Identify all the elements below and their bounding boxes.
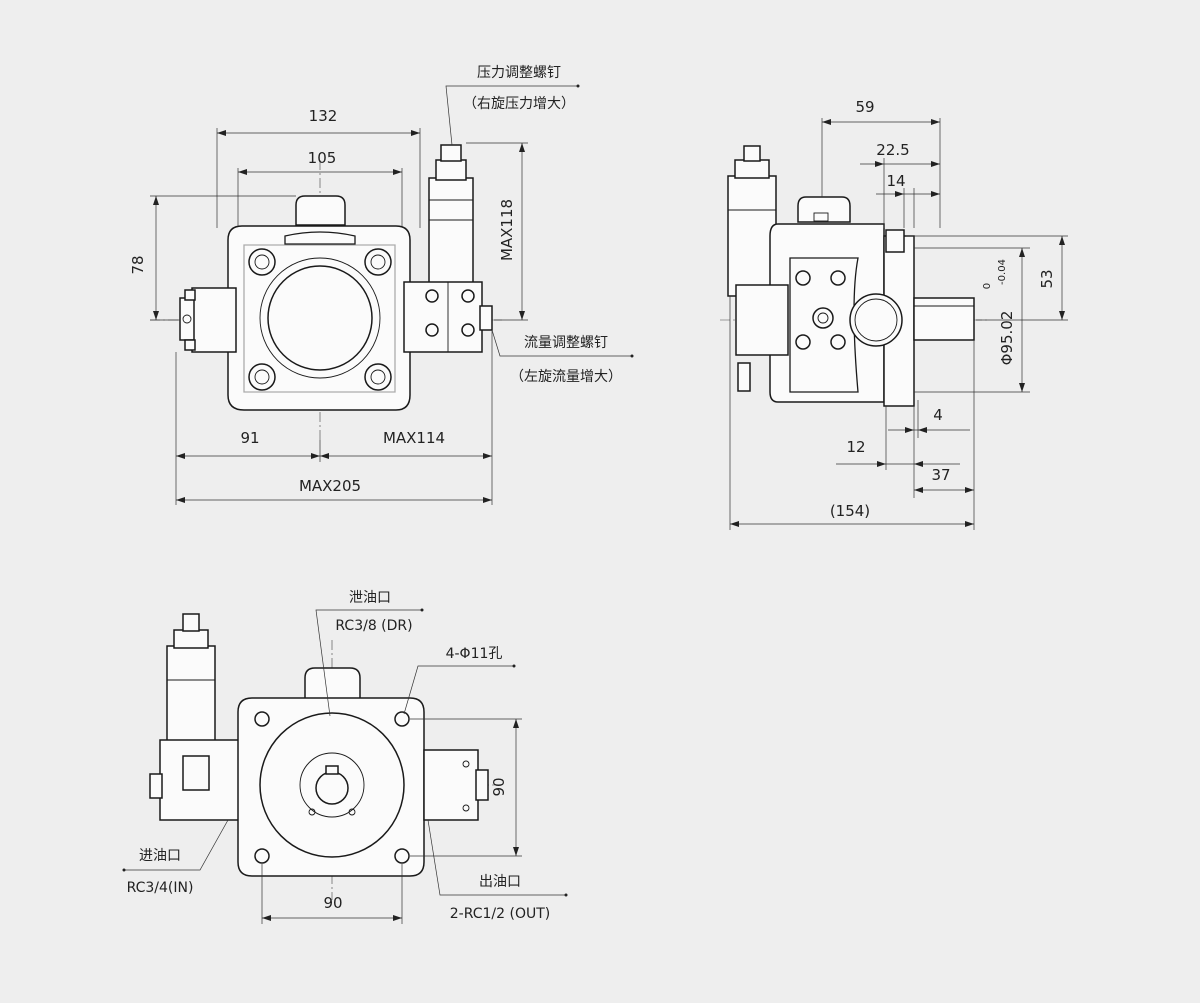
inlet-spec: RC3/4(IN) <box>127 880 194 896</box>
dim-154: (154) <box>830 502 870 520</box>
dim-22-5: 22.5 <box>876 141 909 159</box>
dim-78: 78 <box>129 255 147 274</box>
dim-91: 91 <box>240 429 259 447</box>
inlet-title: 进油口 <box>139 848 181 864</box>
flow-screw-title: 流量调整螺钉 <box>524 335 608 351</box>
dim-59: 59 <box>855 98 874 116</box>
rear-bolt-holes <box>254 711 410 864</box>
dim-132: 132 <box>309 107 338 125</box>
tol-lower: -0.04 <box>997 259 1008 285</box>
dim-14: 14 <box>886 172 905 190</box>
dim-rear-h90: 90 <box>323 894 342 912</box>
dim-rear-v90: 90 <box>490 777 508 796</box>
tol-upper: 0 <box>982 283 993 289</box>
holes-label: 4-Φ11孔 <box>446 646 503 662</box>
pressure-screw-title: 压力调整螺钉 <box>477 65 561 81</box>
dim-105: 105 <box>308 149 337 167</box>
side-view: 59 22.5 14 53 Φ95.02 0 -0.04 4 12 37 (15… <box>720 98 1068 530</box>
dim-12: 12 <box>846 438 865 456</box>
front-view: 132 105 78 MAX118 91 MAX114 MAX205 压力调整螺… <box>129 65 634 505</box>
dim-phi: Φ95.02 <box>998 311 1016 366</box>
rear-view: 泄油口 RC3/8 (DR) 4-Φ11孔 进油口 RC3/4(IN) 出油口 … <box>122 590 568 924</box>
dim-max118: MAX118 <box>498 199 516 261</box>
dim-4: 4 <box>933 406 943 424</box>
outlet-title: 出油口 <box>479 874 521 890</box>
dim-37: 37 <box>931 466 950 484</box>
drain-title: 泄油口 <box>349 590 391 606</box>
dim-max114: MAX114 <box>383 429 445 447</box>
pressure-screw-note: （右旋压力增大） <box>463 96 575 112</box>
drain-spec: RC3/8 (DR) <box>335 618 412 634</box>
dim-53: 53 <box>1038 269 1056 288</box>
outlet-spec: 2-RC1/2 (OUT) <box>450 906 551 922</box>
flow-screw-note: （左旋流量增大） <box>510 369 622 385</box>
front-bolt-holes <box>248 248 392 391</box>
dim-max205: MAX205 <box>299 477 361 495</box>
